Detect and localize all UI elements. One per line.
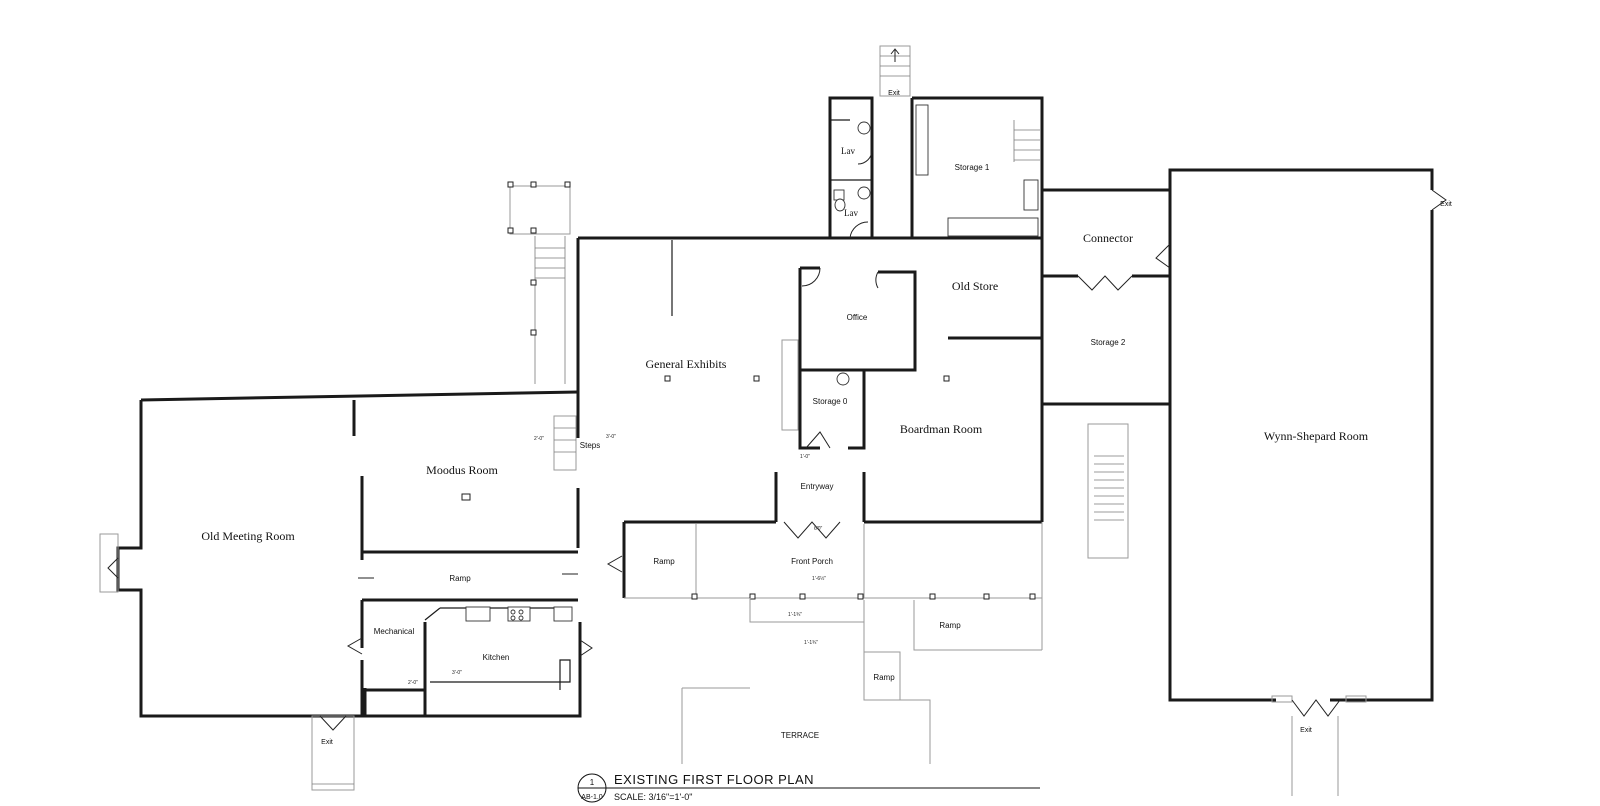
elev-porch-lower-a: 1'-1¾" [788,612,802,618]
label-terrace: TERRACE [781,731,819,740]
exit-label-east: Exit [1440,201,1452,208]
room-label-kitchen: Kitchen [483,653,510,662]
title-block [577,773,1040,803]
label-ramp-porch-east: Ramp [939,621,961,630]
room-label-moodus-room: Moodus Room [426,463,498,477]
room-label-mechanical: Mechanical [374,627,415,636]
room-label-old-store: Old Store [952,279,998,293]
terrace [681,598,1042,764]
room-label-storage-2: Storage 2 [1091,338,1126,347]
room-label-lav-2: Lav [844,208,858,218]
room-label-old-meeting-room: Old Meeting Room [201,529,295,543]
room-label-general-exhibits: General Exhibits [646,357,727,371]
label-ramp-terrace: Ramp [873,673,895,682]
interior-columns [461,375,950,501]
north-exit-stair [879,45,911,97]
office [798,266,917,372]
elev-steps-landing: 3'-0" [606,434,616,440]
room-label-storage-1: Storage 1 [955,163,990,172]
elev-porch-center: 1'-6½" [812,575,826,582]
room-label-connector: Connector [1083,231,1133,245]
room-label-office: Office [847,313,868,322]
exit-label-south-old-meeting: Exit [321,739,333,746]
plan-scale: SCALE: 3/16"=1'-0" [614,792,692,802]
sheet-ref: AB-1.0 [581,794,603,801]
storage-2 [1040,275,1133,404]
elev-porch-lower-b: 1'-1¾" [804,640,818,646]
label-ramp-porch-west: Ramp [653,557,675,566]
exit-label-south-wynn: Exit [1300,727,1312,734]
lav-block [828,96,874,240]
label-ramp-old-meeting: Ramp [449,574,471,583]
wynn-shepard-room [1155,168,1447,796]
elev-mechanical-floor: 2'-0" [408,680,418,686]
west-exterior-stair [507,181,571,384]
elev-storage-0-door: 1'-0" [800,454,810,460]
elev-moodus-step: 2'-0" [534,436,544,442]
front-porch [606,520,1043,650]
south-exit-old-meeting [311,715,355,791]
old-meeting-room-walls [99,390,582,718]
room-label-wynn-shepard: Wynn-Shepard Room [1264,429,1369,443]
kitchen [424,606,593,690]
connector-stair [1087,423,1129,559]
steps [553,415,577,471]
mechanical-room [346,598,425,655]
plan-title: EXISTING FIRST FLOOR PLAN [614,772,814,787]
elev-entry-step: 6'0" [814,526,823,532]
room-label-lav-1: Lav [841,146,855,156]
elev-kitchen-floor: 3'-0" [452,670,462,676]
sheet-number: 1 [590,778,595,787]
room-label-entryway: Entryway [801,482,834,491]
label-steps: Steps [580,441,600,450]
room-label-boardman-room: Boardman Room [900,422,983,436]
storage-0 [781,339,866,450]
room-label-front-porch: Front Porch [791,557,833,566]
room-label-storage-0: Storage 0 [813,397,848,406]
exit-label-north: Exit [888,90,900,97]
